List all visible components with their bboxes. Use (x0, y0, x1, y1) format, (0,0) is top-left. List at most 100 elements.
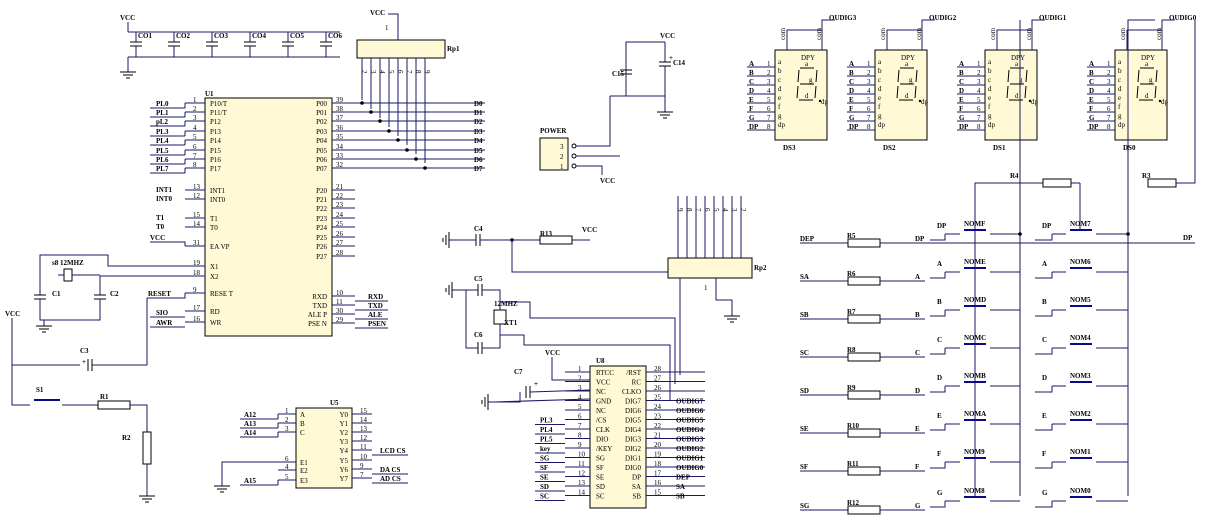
u8-pin-name: RTCC (596, 369, 614, 377)
com-label: com (1155, 27, 1163, 40)
u8-right-net: SB (676, 493, 685, 501)
r3-label: R3 (1142, 172, 1151, 180)
address-net: A12 (244, 411, 257, 419)
u1-pin-number: 16 (193, 315, 201, 323)
power-pin (571, 163, 577, 169)
address-net: A14 (244, 429, 257, 437)
u8-pin-number: 6 (578, 413, 582, 421)
u5-pin-name: C (300, 429, 305, 437)
wire (1031, 19, 1045, 30)
segment-pin-name: dp (878, 121, 886, 129)
wire (930, 424, 946, 431)
u1-pin-name: P03 (316, 128, 327, 136)
r2-resistor (142, 431, 152, 465)
xt1-label: XT1 (504, 319, 518, 327)
segment-pin-name: a (878, 58, 882, 66)
display-pin-number: 4 (977, 87, 981, 95)
pin-number: 1 (385, 24, 389, 32)
keypad-row-end-label: E (915, 425, 920, 433)
u8-right-net: OUDIG1 (676, 455, 704, 463)
segment-pin-name: g (988, 112, 992, 120)
u8-right-net: OUDIG3 (676, 436, 704, 444)
junction-dot (369, 110, 373, 114)
segment-pin-name: c (1118, 76, 1121, 84)
u8-right-net: OUDIG6 (676, 407, 704, 415)
c1-label: C1 (52, 290, 61, 298)
display-pin-name: D (1089, 87, 1094, 95)
key-row-label: A (937, 260, 942, 268)
display-pin-name: D (849, 87, 854, 95)
segment-f (897, 69, 900, 83)
u1-pin-number: 9 (193, 286, 197, 294)
display-pin-name: B (849, 69, 854, 77)
u1-pin-number: 15 (193, 211, 201, 219)
u8-pin-number: 21 (654, 432, 662, 440)
u8-pin-number: 26 (654, 384, 662, 392)
u8-pin-name: SD (596, 483, 605, 491)
u1-pin-number: 35 (336, 133, 344, 141)
display-pin-number: 5 (977, 96, 981, 104)
wire (529, 389, 591, 393)
int1-net: INT1 (156, 186, 172, 194)
serial-net-label: ALE (368, 311, 383, 319)
seven-segment-display (874, 49, 928, 141)
u1-pin-number: 19 (193, 259, 201, 267)
u8-pin-name: NC (596, 388, 606, 396)
segment-f (797, 69, 800, 83)
keypad-row-net: SB (800, 311, 809, 319)
display-pin-name: D (959, 87, 964, 95)
wire (930, 234, 946, 241)
segment-label: g (1149, 76, 1153, 84)
junction-dot (414, 157, 418, 161)
keypad-row-res-label: R6 (847, 270, 856, 278)
key-row-label: D (1042, 374, 1047, 382)
c4-label: C4 (474, 225, 483, 233)
u1-pin-name: P00 (316, 100, 327, 108)
rp2-pin-number: 9 (676, 208, 684, 212)
display-pin-number: 8 (1107, 123, 1111, 131)
display-pin-number: 4 (767, 87, 771, 95)
u8-pin-number: 5 (578, 403, 582, 411)
wire (493, 398, 591, 403)
decoupling-cap-label: CO1 (138, 32, 153, 40)
keypad-row-resistor (847, 276, 881, 286)
junction-dot (360, 101, 364, 105)
wire (130, 404, 148, 432)
display-digit-net: OUDIG1 (1039, 14, 1067, 22)
u1-pin-number: 38 (336, 105, 344, 113)
u1-pin-number: 30 (336, 307, 344, 315)
key-label: NOM3 (1070, 372, 1091, 380)
u1-pin-name: P10/T (210, 100, 228, 108)
u5-pin-number: 2 (285, 416, 289, 424)
u1-pin-name: P16 (210, 156, 221, 164)
u5-pin-name: E2 (300, 467, 308, 475)
display-pin-number: 8 (867, 123, 871, 131)
keypad-row-end-label: F (915, 463, 919, 471)
seven-segment-display (774, 49, 828, 141)
display-pin-name: DP (959, 123, 969, 131)
u8-left-net: PL4 (540, 426, 553, 434)
u8-right-net: OUDIG0 (676, 464, 704, 472)
wire (500, 334, 671, 400)
u8-pin-number: 19 (654, 451, 662, 459)
wire (1035, 386, 1053, 393)
u1-pin-number: 27 (336, 239, 344, 247)
u8-pin-name: DP (632, 474, 641, 482)
display-pin-name: B (1089, 69, 1094, 77)
segment-pin-name: a (778, 58, 782, 66)
polarity: + (82, 358, 86, 366)
segment-label: g (1019, 76, 1023, 84)
display-pin-name: E (1089, 96, 1094, 104)
d-bus-label: D0 (474, 100, 483, 108)
display-pin-name: DP (749, 123, 759, 131)
rp2-pin-number: 6 (703, 208, 711, 212)
key-row-label: G (1042, 489, 1048, 497)
junction-dot (1126, 232, 1130, 236)
u5-pin-number: 12 (360, 434, 368, 442)
display-pin-name: G (959, 114, 965, 122)
segment-pin-name: a (1118, 58, 1122, 66)
u1-pin-name: INT1 (210, 187, 226, 195)
c15-label: C15 (612, 70, 625, 78)
display-pin-number: 3 (1107, 78, 1111, 86)
u1-pin-name: P12 (210, 118, 221, 126)
